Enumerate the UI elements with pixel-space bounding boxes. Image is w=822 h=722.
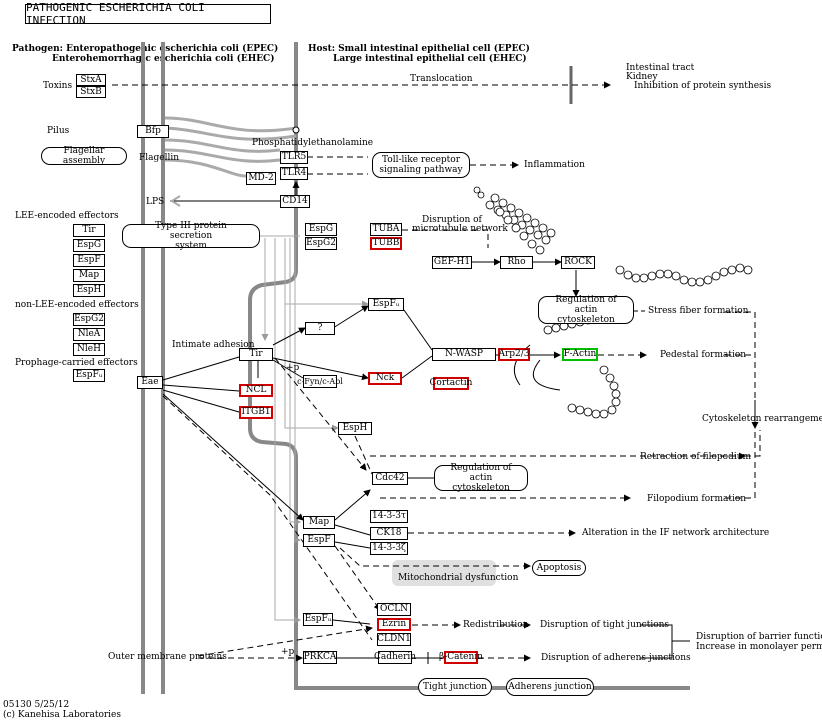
disruption-barrier-label: Disruption of barrier function [696,632,822,642]
node-itgb1[interactable]: ITGB1 [239,406,273,419]
pathogen-header: Pathogen: Enteropathogenic escherichia c… [12,44,279,54]
disruption-tight-junctions-label: Disruption of tight junctions [540,620,670,630]
actin-filaments [473,186,753,419]
phosphorylation-mark: +p [286,363,300,373]
node-prkca[interactable]: PRKCA [303,651,337,664]
intimate-adhesion-label: Intimate adhesion [172,340,255,350]
host-header: Host: Small intestinal epithelial cell (… [308,44,530,54]
node-espg2-left[interactable]: EspG2 [73,313,105,326]
mitochondrial-dysfunction-label: Mitochondrial dysfunction [398,573,519,583]
phosphatidyl-label: Phosphatidylethanolamine [252,138,374,148]
node-cadherin[interactable]: Cadherin [373,651,417,664]
kidney-label: Kidney [626,72,658,82]
flagellar-assembly[interactable]: Flagellar assembly [41,146,127,166]
flagellin-label: Flagellin [139,153,180,163]
host-header-2: Large intestinal epithelial cell (EHEC) [333,54,527,64]
node-tuba[interactable]: TUBA [370,223,402,236]
node-14-3-3-zeta[interactable]: 14-3-3ζ [370,542,408,555]
lee-effectors-label: LEE-encoded effectors [15,211,119,221]
node-esph[interactable]: EspH [338,422,372,435]
cytoskeleton-rearrangement-label: Cytoskeleton rearrangement [702,414,822,424]
node-map[interactable]: Map [303,516,335,529]
adherens-junction[interactable]: Adherens junction [506,678,594,696]
monolayer-permeability-label: Increase in monolayer permeability [696,642,822,652]
node-n-wasp[interactable]: N-WASP [432,348,496,361]
toll-like-receptor-pathway[interactable]: Toll-like receptor signaling pathway [372,152,470,178]
node-espg[interactable]: EspG [305,223,337,236]
node-nleh[interactable]: NleH [73,343,105,356]
node-esph-left[interactable]: EspH [73,284,105,297]
footer-version: 05130 5/25/12 [3,700,70,710]
node-espg-left[interactable]: EspG [73,239,105,252]
mitochondria-region [392,560,496,586]
node-cldn1[interactable]: CLDN1 [377,633,411,646]
node-bfp[interactable]: Bfp [137,125,169,138]
node-nck[interactable]: Nck [368,372,402,385]
node-espf-left[interactable]: EspF [73,254,105,267]
phosphorylation-mark-2: +p [281,647,295,657]
node-stxa[interactable]: StxA [76,74,106,86]
node-ocln[interactable]: OCLN [377,603,411,616]
toxins-label: Toxins [43,81,73,91]
node-espfu-left[interactable]: EspFᵤ [73,369,105,382]
retraction-label: Retraction of filopodium [640,452,752,462]
node-14-3-3-tau[interactable]: 14-3-3τ [370,510,408,523]
node-ezrin[interactable]: Ezrin [377,618,411,631]
node-eae[interactable]: Eae [137,376,163,389]
regulation-actin-cytoskeleton-2[interactable]: Regulation of actin cytoskeleton [434,463,528,493]
redistribution-label: Redistribution [463,620,529,630]
node-tubb[interactable]: TUBB [370,237,402,250]
diagram-title: PATHOGENIC ESCHERICHIA COLI INFECTION [25,1,271,27]
node-espfu[interactable]: EspFᵤ [368,298,404,311]
node-rho[interactable]: Rho [500,256,533,269]
node-c-fyn[interactable]: c-Fyn/c-Abl [297,375,343,388]
node-gef-h1[interactable]: GEF-H1 [432,256,472,269]
footer-copyright: (c) Kanehisa Laboratories [3,710,122,720]
prophage-label: Prophage-carried effectors [15,358,138,368]
node-f-actin[interactable]: F-Actin [562,348,598,361]
node-md2[interactable]: MD-2 [246,172,276,185]
node-tir[interactable]: Tir [239,348,273,361]
tight-junction[interactable]: Tight junction [418,678,492,696]
node-tir-left[interactable]: Tir [73,224,105,237]
node-unknown[interactable]: ? [305,322,335,335]
node-ck18[interactable]: CK18 [370,527,408,540]
stress-fiber-label: Stress fiber formation [648,306,749,316]
filopodium-label: Filopodium formation [647,494,747,504]
disruption-adherens-label: Disruption of adherens junctions [541,653,691,663]
node-cd14[interactable]: CD14 [280,195,310,208]
disruption-mt-label: Disruption of [422,215,482,225]
node-beta-catenin[interactable]: β-Catenin [439,651,483,664]
lps-label: LPS [146,197,165,207]
node-cortactin[interactable]: Cortactin [429,377,473,390]
node-rock[interactable]: ROCK [561,256,595,269]
inflammation-label: Inflammation [524,160,585,170]
node-espg2[interactable]: EspG2 [305,237,337,250]
node-tlr5[interactable]: TLR5 [280,151,308,164]
outer-membrane-label: Outer membrane proteins [108,652,227,662]
pilus-label: Pilus [47,126,70,136]
if-network-label: Alteration in the IF network architectur… [582,528,770,538]
disruption-mt-label-2: microtubule network [412,224,508,234]
type-iii-secretion-system[interactable]: Type III protein secretion system [122,221,260,251]
node-cdc42[interactable]: Cdc42 [372,472,408,485]
node-map-left[interactable]: Map [73,269,105,282]
pedestal-label: Pedestal formation [660,350,747,360]
node-ncl[interactable]: NCL [239,384,273,397]
node-stxb[interactable]: StxB [76,86,106,98]
non-lee-label: non-LEE-encoded effectors [15,300,139,310]
node-nlea[interactable]: NleA [73,328,105,341]
node-arp23[interactable]: Arp2/3 [498,348,530,361]
intestinal-tract-label: Intestinal tract [626,63,695,73]
translocation-label: Translocation [410,74,473,84]
node-espfu-2[interactable]: EspFᵤ [303,613,333,626]
apoptosis[interactable]: Apoptosis [532,560,586,576]
node-tlr4[interactable]: TLR4 [280,167,308,180]
node-espf[interactable]: EspF [303,534,335,547]
inhibition-label: Inhibition of protein synthesis [634,81,772,91]
regulation-actin-cytoskeleton[interactable]: Regulation of actin cytoskeleton [538,295,634,325]
